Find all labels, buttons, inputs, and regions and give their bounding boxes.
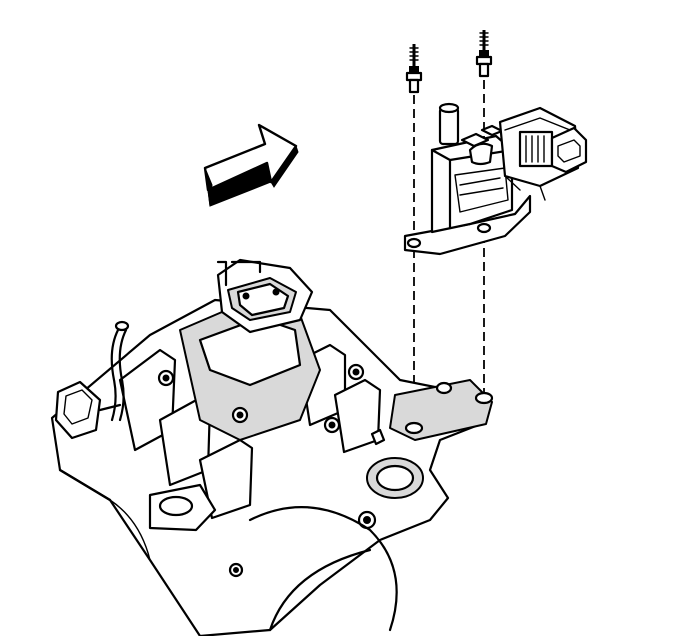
direction-arrow-icon — [203, 123, 299, 207]
throttle-body-icon — [216, 258, 314, 334]
bolt-icon — [405, 44, 423, 94]
bolt-icon — [475, 30, 493, 78]
ignition-coil-icon — [403, 102, 532, 256]
electrical-connector-icon — [498, 106, 588, 201]
intake-manifold-icon — [50, 298, 494, 636]
